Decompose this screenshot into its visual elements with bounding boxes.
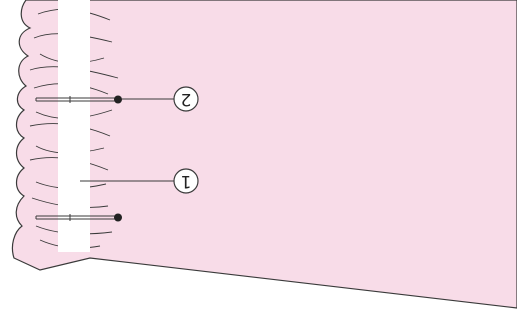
tape-strip bbox=[58, 0, 90, 252]
pin-head-icon bbox=[114, 96, 122, 104]
callout-2: 2 bbox=[174, 87, 198, 111]
pin-head-icon bbox=[114, 214, 122, 222]
callout-1: 1 bbox=[174, 169, 198, 193]
callout-1-label: 1 bbox=[181, 171, 192, 191]
callout-2-label: 2 bbox=[181, 89, 192, 109]
